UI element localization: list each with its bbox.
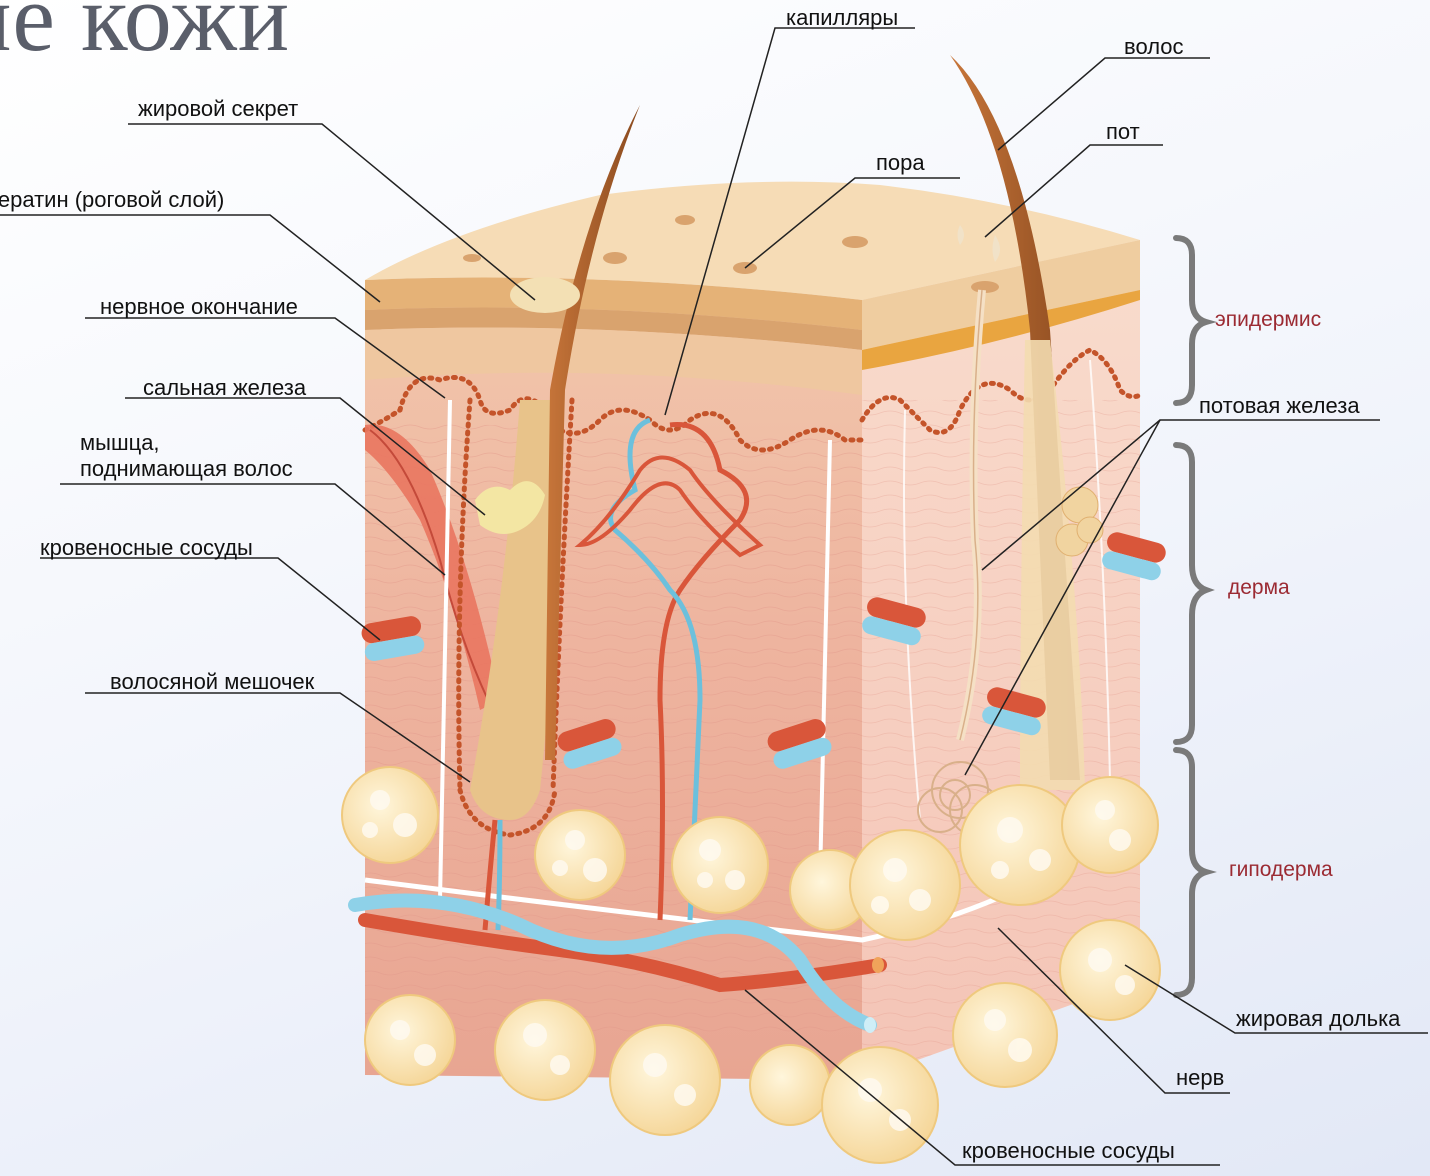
- label-keratin: кератин (роговой слой): [0, 188, 224, 212]
- label-arrector-muscle: мышца, поднимающая волос: [80, 430, 293, 482]
- label-blood-vessels-left: кровеносные сосуды: [40, 536, 253, 560]
- label-capillaries: капилляры: [786, 6, 898, 30]
- label-fat-secretion: жировой секрет: [138, 97, 298, 121]
- layer-epidermis: эпидермис: [1215, 308, 1321, 332]
- label-hair: волос: [1124, 35, 1184, 59]
- layer-brackets: [1176, 238, 1206, 995]
- label-nerve: нерв: [1176, 1066, 1224, 1090]
- label-hair-follicle: волосяной мешочек: [110, 670, 314, 694]
- label-arrector-muscle-line2: поднимающая волос: [80, 456, 293, 482]
- label-arrector-muscle-line1: мышца,: [80, 430, 293, 456]
- label-sweat: пот: [1106, 120, 1140, 144]
- label-sweat-gland: потовая железа: [1199, 394, 1360, 418]
- label-pore: пора: [876, 151, 925, 175]
- label-blood-vessels-bottom: кровеносные сосуды: [962, 1139, 1175, 1163]
- label-sebaceous-gland: сальная железа: [143, 376, 306, 400]
- layer-dermis: дерма: [1228, 576, 1290, 600]
- label-nerve-ending: нервное окончание: [100, 295, 298, 319]
- label-fat-lobule: жировая долька: [1236, 1007, 1400, 1031]
- layer-hypodermis: гиподерма: [1229, 858, 1333, 882]
